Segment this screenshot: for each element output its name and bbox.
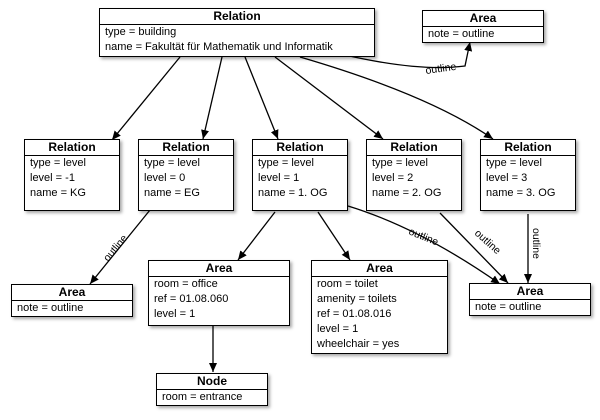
- level-2og-name-row: name = 2. OG: [372, 187, 442, 199]
- level-2og-title: Relation: [367, 140, 461, 156]
- level-eg-relation-box: Relation type = level level = 0 name = E…: [138, 139, 234, 211]
- level-kg-level-row: level = -1: [30, 172, 75, 184]
- edge-eg-to-left-area: [89, 209, 151, 285]
- office-ref-row: ref = 01.08.060: [154, 293, 229, 305]
- edge-building-to-top-area: [344, 41, 473, 69]
- edge-label-1og-outline: outline: [407, 226, 440, 249]
- building-relation-box: Relation type = building name = Fakultät…: [99, 8, 375, 57]
- edge-1og-to-toilet: [317, 211, 351, 261]
- top-area-note-row: note = outline: [428, 28, 495, 40]
- edge-label-eg-outline: outline: [101, 232, 130, 264]
- level-kg-name-row: name = KG: [30, 187, 86, 199]
- right-area-note-row: note = outline: [475, 301, 542, 313]
- level-kg-relation-box: Relation type = level level = -1 name = …: [24, 139, 120, 211]
- left-area-title: Area: [12, 285, 132, 301]
- level-3og-relation-box: Relation type = level level = 3 name = 3…: [480, 139, 576, 211]
- entrance-room-row: room = entrance: [162, 391, 243, 403]
- toilet-area-box: Area room = toilet amenity = toilets ref…: [311, 260, 448, 354]
- right-area-title: Area: [470, 284, 590, 300]
- edge-building-to-3og: [299, 56, 494, 140]
- level-1og-relation-box: Relation type = level level = 1 name = 1…: [252, 139, 348, 211]
- edge-building-to-1og: [244, 56, 279, 140]
- toilet-amenity-row: amenity = toilets: [317, 293, 397, 305]
- top-outline-area-box: Area note = outline: [422, 10, 544, 43]
- level-1og-type-row: type = level: [258, 157, 314, 169]
- left-outline-area-box: Area note = outline: [11, 284, 133, 317]
- edge-building-to-kg: [111, 56, 181, 141]
- toilet-room-row: room = toilet: [317, 278, 378, 290]
- level-kg-title: Relation: [25, 140, 119, 156]
- building-type-row: type = building: [105, 26, 177, 38]
- edge-building-to-eg: [201, 56, 223, 140]
- left-area-note-row: note = outline: [17, 302, 84, 314]
- level-eg-title: Relation: [139, 140, 233, 156]
- top-area-title: Area: [423, 11, 543, 27]
- level-3og-name-row: name = 3. OG: [486, 187, 556, 199]
- level-1og-level-row: level = 1: [258, 172, 300, 184]
- entrance-node-title: Node: [157, 374, 267, 390]
- edge-2og-to-right-area: [439, 212, 509, 284]
- building-relation-title: Relation: [100, 9, 374, 25]
- level-1og-name-row: name = 1. OG: [258, 187, 328, 199]
- office-level-row: level = 1: [154, 308, 196, 320]
- right-outline-area-box: Area note = outline: [469, 283, 591, 316]
- level-2og-level-row: level = 2: [372, 172, 414, 184]
- entrance-node-box: Node room = entrance: [156, 373, 268, 406]
- level-eg-type-row: type = level: [144, 157, 200, 169]
- level-eg-level-row: level = 0: [144, 172, 186, 184]
- office-area-box: Area room = office ref = 01.08.060 level…: [148, 260, 290, 326]
- edge-1og-to-right-area: [347, 205, 501, 285]
- level-1og-title: Relation: [253, 140, 347, 156]
- level-3og-title: Relation: [481, 140, 575, 156]
- level-3og-level-row: level = 3: [486, 172, 528, 184]
- office-room-row: room = office: [154, 278, 218, 290]
- toilet-area-title: Area: [312, 261, 447, 277]
- edge-1og-to-office: [237, 211, 276, 261]
- toilet-ref-row: ref = 01.08.016: [317, 308, 392, 320]
- level-2og-type-row: type = level: [372, 157, 428, 169]
- toilet-wheelchair-row: wheelchair = yes: [317, 338, 400, 350]
- edge-label-2og-outline: outline: [472, 227, 503, 257]
- office-area-title: Area: [149, 261, 289, 277]
- level-2og-relation-box: Relation type = level level = 2 name = 2…: [366, 139, 462, 211]
- edge-building-to-2og: [274, 56, 384, 140]
- edge-label-3og-outline: outline: [530, 228, 542, 259]
- level-eg-name-row: name = EG: [144, 187, 200, 199]
- edge-label-top-outline: outline: [425, 61, 457, 77]
- level-kg-type-row: type = level: [30, 157, 86, 169]
- level-3og-type-row: type = level: [486, 157, 542, 169]
- toilet-level-row: level = 1: [317, 323, 359, 335]
- building-name-row: name = Fakultät für Mathematik und Infor…: [105, 41, 333, 53]
